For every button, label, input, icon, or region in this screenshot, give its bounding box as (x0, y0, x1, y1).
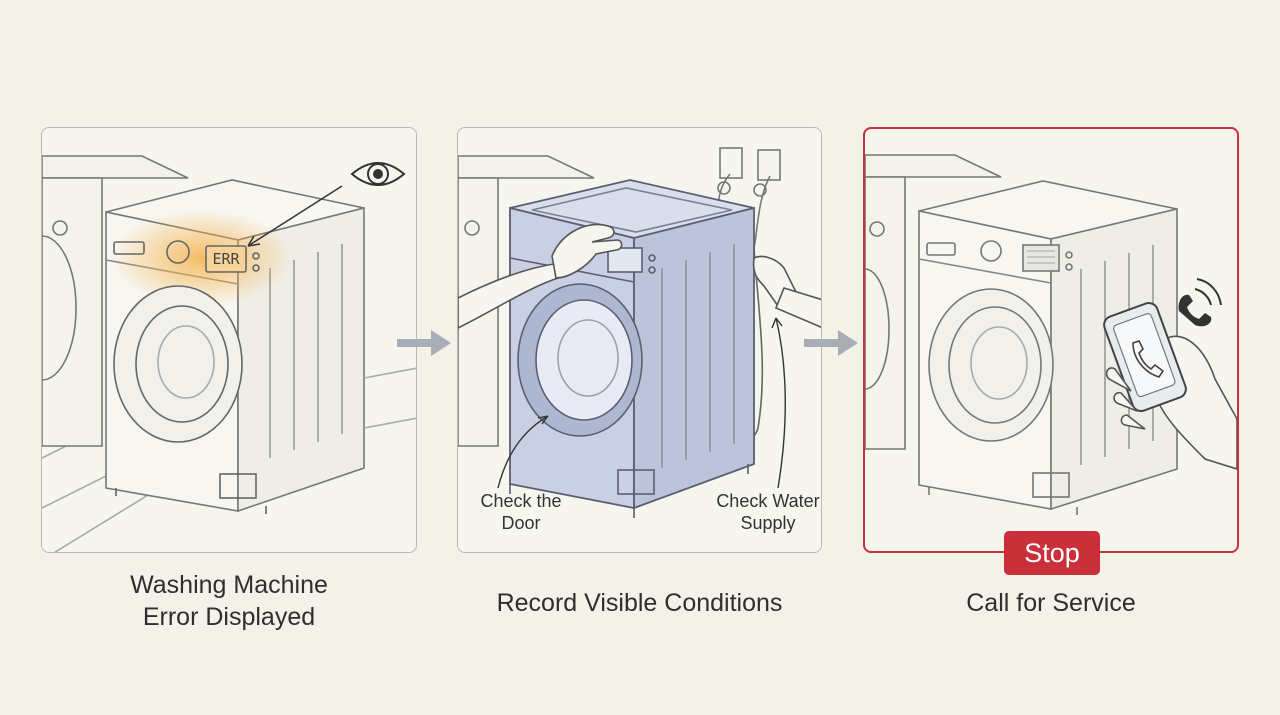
step-3-caption: Call for Service (966, 589, 1136, 617)
phone-icon (1103, 301, 1187, 413)
arrow-right-icon (804, 330, 858, 356)
washer-error-illustration: ERR (42, 155, 416, 552)
washer-inspection-illustration (458, 147, 821, 518)
eye-icon (350, 162, 406, 186)
step-2-caption: Record Visible Conditions (496, 589, 783, 617)
step-2-panel (457, 127, 822, 553)
check-water-supply-note: Check Water Supply (716, 491, 820, 533)
washer-service-call-illustration (865, 154, 1237, 515)
step-1-caption: Washing Machine Error Displayed (130, 571, 328, 631)
step-3-panel (863, 127, 1239, 553)
stop-badge: Stop (1004, 531, 1100, 575)
check-door-note: Check the Door (480, 491, 562, 533)
step-1-panel: ERR (41, 127, 417, 553)
call-waves-icon (1178, 278, 1222, 327)
error-display-text: ERR (212, 250, 240, 268)
arrow-right-icon (397, 330, 451, 356)
